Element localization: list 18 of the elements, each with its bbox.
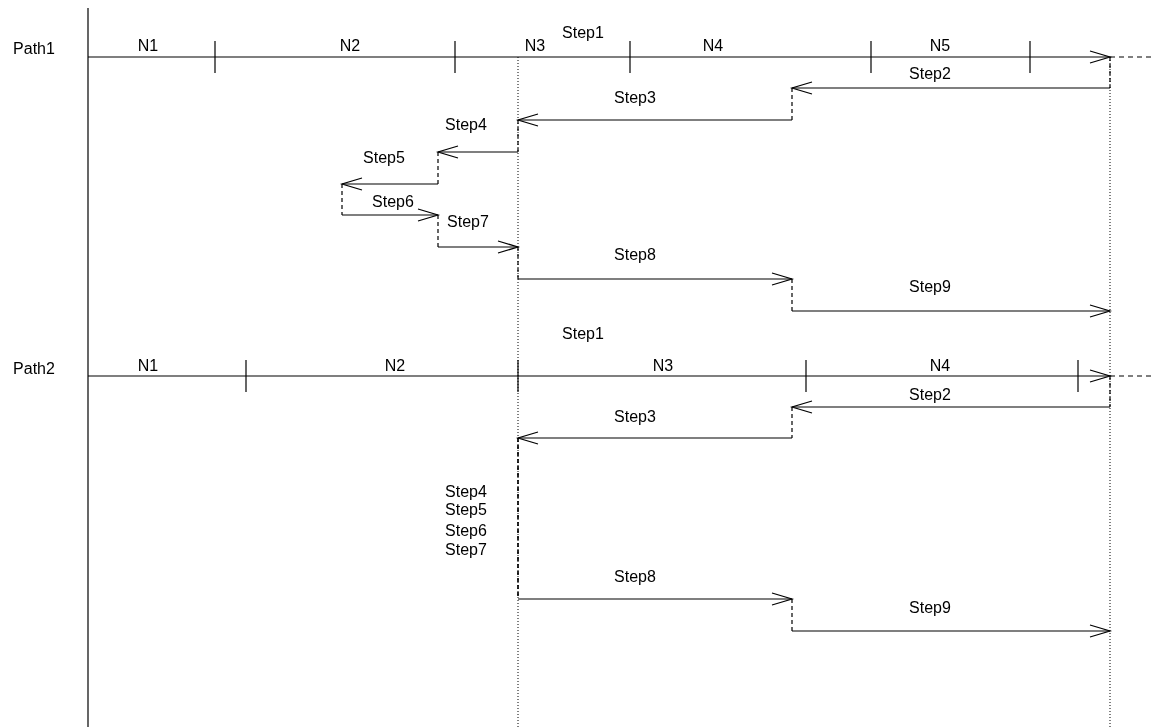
label-text: Step8 (613, 246, 657, 264)
label-text: Step2 (908, 386, 952, 404)
label-text: Step1 (561, 24, 605, 42)
label-text: Step6 (444, 522, 488, 540)
label-text: Step8 (613, 568, 657, 586)
label-text: Step3 (613, 89, 657, 107)
label-text: Step5 (362, 149, 406, 167)
label-text: Step6 (371, 193, 415, 211)
label-text: Step4 (444, 116, 488, 134)
label-text: Step5 (444, 501, 488, 519)
label-text: Step4 (444, 483, 488, 501)
label-text: Step2 (908, 65, 952, 83)
label-text: Step3 (613, 408, 657, 426)
label-text: Step1 (561, 325, 605, 343)
label-text: Step7 (444, 541, 488, 559)
label-text: Step9 (908, 599, 952, 617)
label-text: Step7 (446, 213, 490, 231)
label-text: Step9 (908, 278, 952, 296)
